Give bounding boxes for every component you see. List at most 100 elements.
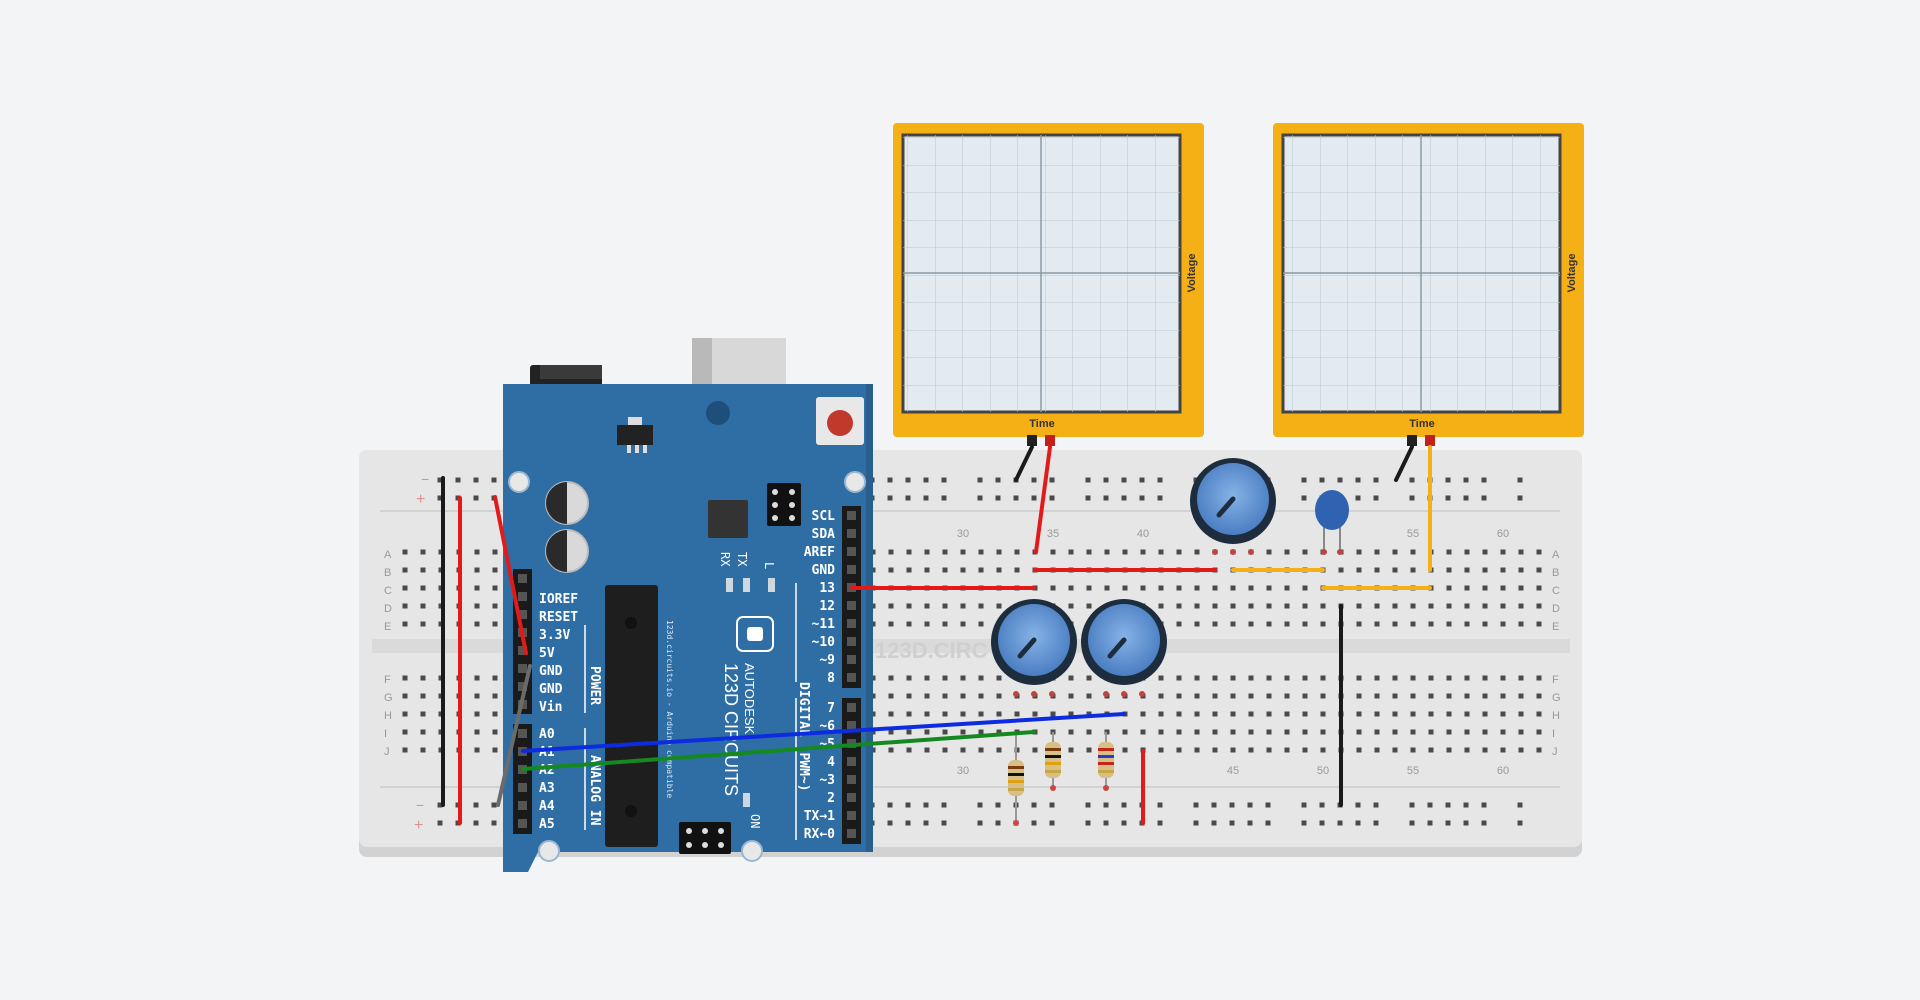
oscilloscope-1-probe-positive[interactable] — [1045, 435, 1055, 446]
breadboard-hole[interactable] — [1086, 711, 1092, 717]
rail-hole[interactable] — [473, 820, 479, 826]
breadboard-hole[interactable] — [1446, 621, 1452, 627]
rail-hole[interactable] — [941, 495, 947, 501]
rail-hole[interactable] — [941, 802, 947, 808]
rail-hole[interactable] — [473, 477, 479, 483]
breadboard-hole[interactable] — [1464, 603, 1470, 609]
breadboard-hole[interactable] — [1392, 711, 1398, 717]
breadboard-hole[interactable] — [1356, 567, 1362, 573]
breadboard-hole[interactable] — [978, 729, 984, 735]
breadboard-hole[interactable] — [1302, 693, 1308, 699]
breadboard-hole[interactable] — [1446, 729, 1452, 735]
breadboard-hole[interactable] — [1428, 711, 1434, 717]
breadboard-hole[interactable] — [1302, 747, 1308, 753]
rail-hole[interactable] — [437, 477, 443, 483]
breadboard-hole[interactable] — [1446, 585, 1452, 591]
breadboard-hole[interactable] — [906, 747, 912, 753]
breadboard-hole[interactable] — [888, 603, 894, 609]
breadboard-hole[interactable] — [402, 693, 408, 699]
rail-hole[interactable] — [1409, 820, 1415, 826]
breadboard-hole[interactable] — [1176, 585, 1182, 591]
breadboard-hole[interactable] — [1374, 549, 1380, 555]
breadboard-hole[interactable] — [1482, 711, 1488, 717]
breadboard-hole[interactable] — [1356, 549, 1362, 555]
rail-hole[interactable] — [1373, 495, 1379, 501]
breadboard-hole[interactable] — [1320, 693, 1326, 699]
breadboard-hole[interactable] — [1194, 693, 1200, 699]
breadboard-hole[interactable] — [1050, 711, 1056, 717]
breadboard-hole[interactable] — [924, 711, 930, 717]
rail-hole[interactable] — [1193, 802, 1199, 808]
oscilloscope-2[interactable]: Time Voltage — [1273, 123, 1584, 446]
wires[interactable] — [441, 445, 1432, 825]
breadboard-hole[interactable] — [1158, 549, 1164, 555]
rail-hole[interactable] — [1445, 820, 1451, 826]
oscilloscope-2-probe-negative[interactable] — [1407, 435, 1417, 446]
breadboard-hole[interactable] — [1158, 585, 1164, 591]
breadboard-hole[interactable] — [1266, 585, 1272, 591]
breadboard-hole[interactable] — [942, 729, 948, 735]
breadboard-hole[interactable] — [1374, 567, 1380, 573]
rail-hole[interactable] — [1013, 495, 1019, 501]
breadboard-hole[interactable] — [1410, 729, 1416, 735]
breadboard-hole[interactable] — [1356, 711, 1362, 717]
breadboard-hole[interactable] — [1374, 621, 1380, 627]
rail-hole[interactable] — [1049, 477, 1055, 483]
breadboard-hole[interactable] — [1464, 747, 1470, 753]
breadboard-hole[interactable] — [1068, 675, 1074, 681]
rail-hole[interactable] — [977, 802, 983, 808]
breadboard-hole[interactable] — [1140, 549, 1146, 555]
breadboard-hole[interactable] — [402, 711, 408, 717]
rail-hole[interactable] — [1355, 802, 1361, 808]
breadboard-hole[interactable] — [1212, 621, 1218, 627]
breadboard-hole[interactable] — [420, 621, 426, 627]
breadboard-hole[interactable] — [924, 549, 930, 555]
rail-hole[interactable] — [1157, 495, 1163, 501]
breadboard-hole[interactable] — [996, 603, 1002, 609]
rail-hole[interactable] — [437, 820, 443, 826]
breadboard-hole[interactable] — [1158, 729, 1164, 735]
breadboard-hole[interactable] — [1302, 585, 1308, 591]
breadboard-hole[interactable] — [1230, 711, 1236, 717]
breadboard-hole[interactable] — [1356, 747, 1362, 753]
breadboard-hole[interactable] — [1428, 675, 1434, 681]
breadboard-hole[interactable] — [1068, 711, 1074, 717]
breadboard-hole[interactable] — [1194, 711, 1200, 717]
breadboard-hole[interactable] — [1518, 603, 1524, 609]
breadboard-hole[interactable] — [1068, 747, 1074, 753]
rail-hole[interactable] — [1481, 802, 1487, 808]
rail-hole[interactable] — [1157, 802, 1163, 808]
breadboard-hole[interactable] — [1086, 585, 1092, 591]
breadboard-hole[interactable] — [1536, 711, 1542, 717]
breadboard-hole[interactable] — [1392, 549, 1398, 555]
rail-hole[interactable] — [977, 495, 983, 501]
breadboard-hole[interactable] — [1086, 603, 1092, 609]
breadboard-hole[interactable] — [942, 747, 948, 753]
breadboard-hole[interactable] — [474, 729, 480, 735]
breadboard-hole[interactable] — [942, 621, 948, 627]
rail-hole[interactable] — [1031, 802, 1037, 808]
breadboard-hole[interactable] — [960, 675, 966, 681]
wire-red-5v[interactable] — [493, 495, 528, 655]
breadboard-hole[interactable] — [1518, 585, 1524, 591]
breadboard-hole[interactable] — [1176, 675, 1182, 681]
breadboard-hole[interactable] — [402, 729, 408, 735]
rail-hole[interactable] — [1481, 477, 1487, 483]
resistor-1[interactable] — [1008, 732, 1024, 826]
breadboard-hole[interactable] — [1176, 747, 1182, 753]
rail-hole[interactable] — [1031, 495, 1037, 501]
rail-hole[interactable] — [923, 802, 929, 808]
reset-button-cap[interactable] — [827, 410, 853, 436]
breadboard-hole[interactable] — [1194, 603, 1200, 609]
breadboard-hole[interactable] — [1446, 567, 1452, 573]
breadboard-hole[interactable] — [1356, 603, 1362, 609]
breadboard-hole[interactable] — [942, 549, 948, 555]
rail-hole[interactable] — [473, 802, 479, 808]
breadboard-hole[interactable] — [1374, 711, 1380, 717]
rail-hole[interactable] — [1103, 802, 1109, 808]
breadboard-hole[interactable] — [1536, 675, 1542, 681]
breadboard-hole[interactable] — [1212, 585, 1218, 591]
breadboard-hole[interactable] — [1086, 747, 1092, 753]
breadboard-hole[interactable] — [960, 621, 966, 627]
breadboard-hole[interactable] — [1482, 549, 1488, 555]
